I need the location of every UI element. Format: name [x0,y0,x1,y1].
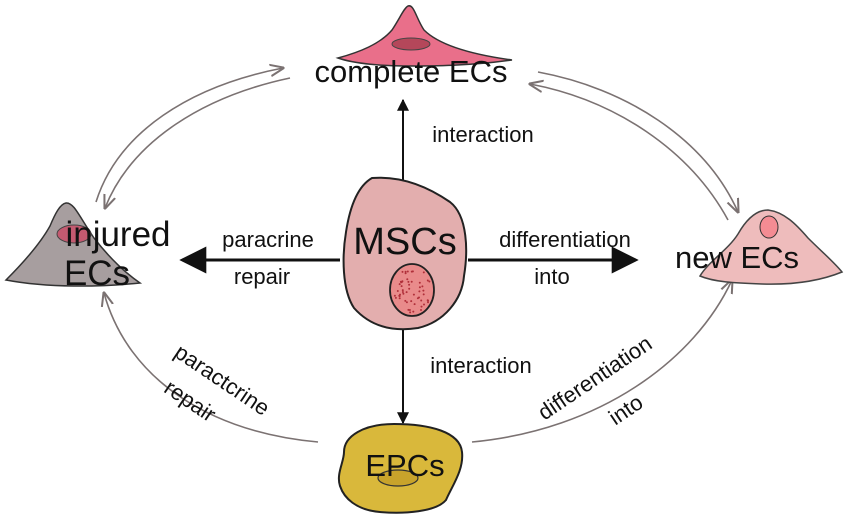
msc-nucleus-dot [400,285,403,288]
msc-nucleus-dot [410,270,413,273]
msc-nucleus-dot [401,289,404,292]
msc-nucleus-dot [401,291,404,293]
msc-nucleus-dot [407,280,410,283]
differentiation-label: differentiation [499,227,631,252]
injured-ec-cell-icon [4,202,143,287]
msc-nucleus-dot [393,294,396,297]
msc-nucleus-dot [408,287,411,290]
injured-nucleus [56,224,92,244]
msc-nucleus-dot [420,305,423,308]
arrow-complete-to-new [537,71,738,212]
arrow-new-to-complete [530,84,729,221]
epc-cell-body [337,422,464,514]
paracrine-label: paracrine [222,227,314,252]
msc-nucleus-dot [412,310,415,313]
msc-nucleus-dot [406,278,409,281]
node-labels: complete ECs injured ECs MSCs new ECs EP… [64,54,799,483]
into-label: into [534,264,569,289]
msc-nucleus-dot [418,281,421,284]
msc-nucleus-dot [406,270,409,273]
epcs-label: EPCs [365,448,444,483]
msc-nucleus-dot [421,285,424,288]
injured-ecs-label-line1: injured [65,215,170,254]
msc-nucleus-dot [402,292,405,295]
msc-nucleus-dot [399,293,401,296]
arrow-injured-to-complete [95,68,283,203]
msc-nucleus-dot [426,279,429,282]
arrow-complete-to-injured [105,77,291,208]
msc-nucleus-dot [422,293,425,296]
complete-ec-cell-icon [335,5,513,67]
cycle-arrows [95,68,738,443]
new-nucleus [759,215,779,239]
interaction-bottom-label: interaction [430,353,532,378]
epc-cell-icon [337,422,464,514]
msc-nucleus-dot [427,299,429,302]
epc-nucleus [377,469,419,487]
complete-cell-body [335,5,513,67]
msc-nucleus-dot [420,299,423,302]
msc-nucleus-dot [418,290,421,293]
msc-nucleus-dots [393,270,431,314]
msc-nucleus-dot [413,303,416,306]
msc-cell-body [342,176,468,331]
msc-nucleus-dot [394,296,397,299]
msc-nucleus-dot [409,311,412,314]
msc-nucleus-dot [398,297,401,300]
msc-nucleus-dot [420,309,422,311]
repair-label: repair [234,264,290,289]
into-curved-label: into [604,389,647,430]
msc-nucleus-dot [427,301,429,304]
msc-nucleus-dot [422,289,425,292]
new-ec-cell-icon [698,209,844,285]
msc-nucleus-dot [399,280,402,283]
injured-ecs-label-line2: ECs [64,254,130,293]
msc-nucleus-dot [418,286,421,289]
msc-nucleus-dot [428,280,431,283]
msc-nucleus-dot [405,291,408,294]
msc-nucleus-dot [401,270,404,273]
msc-nucleus-dot [422,271,425,274]
arrow-epcs-to-new [471,280,732,443]
msc-nucleus-dot [398,283,401,286]
msc-nucleus-dot [404,270,407,273]
msc-nucleus-dot [412,293,415,296]
msc-nucleus-dot [404,299,407,302]
msc-nucleus-dot [404,272,407,275]
msc-nucleus-dot [416,297,419,300]
msc-nucleus [389,263,435,317]
interaction-top-label: interaction [432,122,534,147]
msc-nucleus-dot [398,295,401,298]
mscs-label: MSCs [353,221,456,263]
msc-nucleus-dot [405,301,408,304]
msc-cell-icon [342,176,468,331]
complete-ecs-label: complete ECs [315,54,508,89]
msc-nucleus-dot [410,280,413,283]
arrow-epcs-to-injured [104,293,319,443]
msc-nucleus-dot [408,309,411,311]
new-cell-body [698,209,844,285]
msc-nucleus-dot [423,303,425,306]
msc-nucleus-dot [408,283,411,286]
msc-nucleus-dot [396,290,399,292]
complete-nucleus [391,37,431,51]
new-ecs-label: new ECs [675,240,799,275]
msc-nucleus-dot [410,300,413,303]
injured-cell-body [4,202,143,287]
msc-nucleus-dot [407,308,410,311]
